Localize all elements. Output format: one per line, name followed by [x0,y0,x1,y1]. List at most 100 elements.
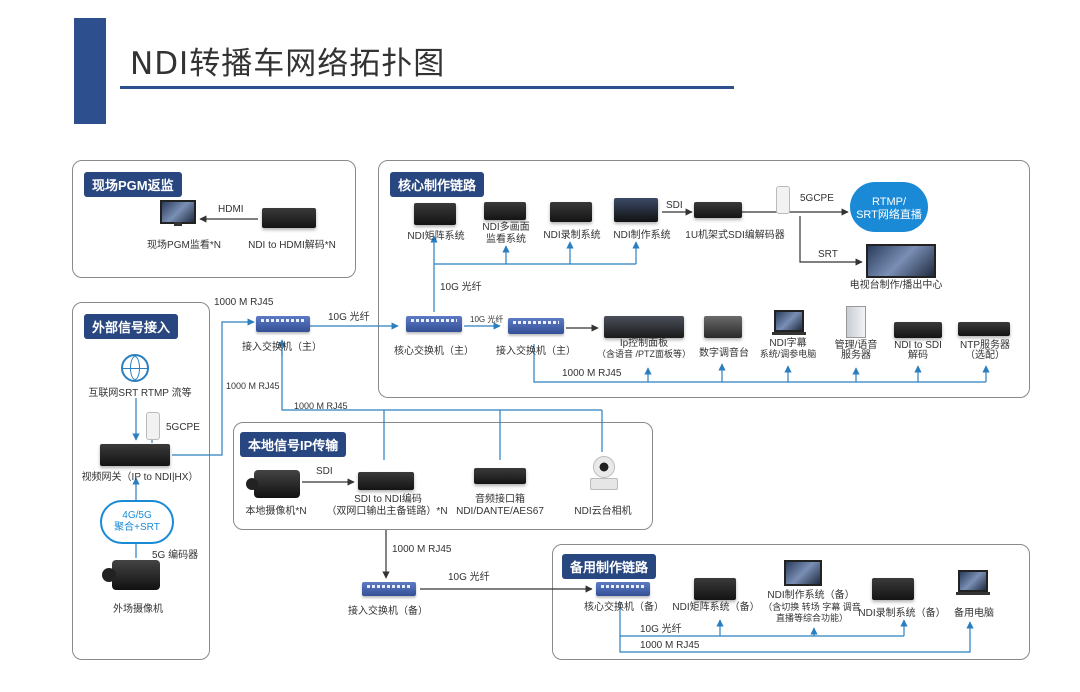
subtitle-label1: NDI字幕 [769,338,807,349]
rtmp-cloud-icon [850,182,928,232]
cpe-core-label: 5GCPE [800,193,834,204]
mgmt-label1: 管理/语音 [834,340,878,351]
subtitle-label2: 系统/调参电脑 [759,349,817,359]
ndi-multiview-label1: NDI多画面 [482,222,530,233]
internet-label: 互联网SRT RTMP 流等 [88,388,192,399]
ndi-production-icon [614,198,658,222]
access-switch-main2 [508,318,564,334]
ptz-camera-label: NDI云台相机 [574,506,632,517]
panel-backup-title: 备用制作链路 [562,554,657,579]
cloud-4g5g-icon [100,500,174,544]
sdi-local-label: SDI [316,466,333,477]
core-switch-main [406,316,462,332]
ndi-hdmi-decoder-icon [262,208,316,228]
backup-production-icon [784,560,822,586]
ndi-sdi-label1: NDI to SDI [894,340,942,351]
page-title: NDI转播车网络拓扑图 [130,46,446,82]
cloud-line2: 聚合+SRT [114,522,160,533]
backup-pc-label: 备用电脑 [954,608,994,619]
pgm-monitor-icon [160,200,196,230]
ip-panel-icon [604,316,684,338]
fiber-backup-bottom-label: 10G 光纤 [640,624,682,635]
rj45-core-bottom-label: 1000 M RJ45 [562,368,622,379]
fiber-core-label: 10G 光纤 [440,282,482,293]
sdi-codec-label: 1U机架式SDI编解码器 [685,230,785,241]
audio-interface-icon [474,468,526,484]
rj45-top-label: 1000 M RJ45 [214,297,274,308]
sdi-ndi-encoder-icon [358,472,414,490]
rtmp-cloud-label2: SRT网络直播 [856,209,922,221]
access-switch-main-label: 接入交换机（主） [242,342,322,353]
ptz-camera-icon [590,456,618,490]
title-accent-bar [74,18,106,124]
srt-core-label: SRT [818,249,838,260]
audio-console-icon [704,316,742,338]
panel-pgm-title: 现场PGM返监 [84,172,182,197]
ndi-sdi-icon [894,322,942,338]
globe-icon [121,354,149,382]
mgmt-server-icon [846,306,866,338]
access-switch-backup [362,582,416,596]
tv-center-label: 电视台制作/播出中心 [849,280,943,291]
backup-recorder-label: NDI录制系统（备） [858,608,946,619]
audio-console-label: 数字调音台 [699,348,749,359]
audio-interface-label2: NDI/DANTE/AES67 [456,506,544,517]
sdi-ndi-encoder-label2: （双网口输出主备链路）*N [326,506,448,517]
local-camcorder-icon [246,470,300,498]
cloud-line1: 4G/5G [122,510,152,521]
sdi-ndi-encoder-label1: SDI to NDI编码 [354,494,422,505]
ndi-recorder-icon [550,202,592,222]
link-gateway-access [172,318,255,456]
ndi-matrix-label: NDI矩阵系统 [407,231,465,242]
rtmp-cloud-label1: RTMP/ [871,196,907,208]
rj45-mid-label: 1000 M RJ45 [294,401,348,411]
ndi-production-label: NDI制作系统 [613,230,671,241]
link-srt [799,216,863,266]
core-cpe-icon [776,186,790,214]
core-switch-backup-label: 核心交换机（备） [584,602,664,613]
local-camcorder-label: 本地摄像机*N [245,506,307,517]
core-rj45-bus [533,358,986,383]
hdmi-link-label: HDMI [218,204,244,215]
fiber-small-label: 10G 光纤 [470,315,504,324]
ip-panel-label1: Ip控制面板 [619,338,669,349]
backup-rj45-bus [619,621,974,653]
fiber-main-label: 10G 光纤 [328,312,370,323]
sdi-core-label: SDI [666,200,683,211]
ntp-server-icon [958,322,1010,336]
core-switch-backup [596,582,650,596]
backup-production-label1: NDI制作系统（备） [767,590,855,601]
field-camera-icon [102,560,160,590]
pgm-decoder-label: NDI to HDMI解码*N [248,240,336,251]
fiber-backup-label: 10G 光纤 [448,572,490,583]
ndi-sdi-label2: 解码 [908,350,928,361]
cpe-label: 5GCPE [166,422,200,433]
tv-center-icon [866,244,936,278]
encoder-5g-label: 5G 编码器 [152,550,199,561]
access-switch-main2-label: 接入交换机（主） [496,346,576,357]
ndi-matrix-icon [414,203,456,225]
rj45-backup-bottom-label: 1000 M RJ45 [640,640,700,651]
backup-pc-icon [956,570,990,596]
ndi-multiview-label2: 监看系统 [486,234,526,245]
pgm-monitor-label: 现场PGM监看*N [147,240,221,251]
field-camera-label: 外场摄像机 [113,604,163,615]
cpe-router-icon [146,412,160,440]
audio-interface-label1: 音频接口箱 [475,494,525,505]
access-switch-backup-label: 接入交换机（备） [348,606,428,617]
title-underline [120,86,734,89]
access-switch-main [256,316,310,332]
video-gateway-icon [100,444,170,466]
sdi-codec-icon [694,202,742,218]
subtitle-laptop-icon [772,310,806,336]
panel-local-title: 本地信号IP传输 [240,432,347,457]
ntp-label1: NTP服务器 [960,340,1010,351]
panel-ext-title: 外部信号接入 [84,314,179,339]
backup-production-label3: 直播等综合功能） [775,613,848,623]
rj45-local-down-label: 1000 M RJ45 [392,544,452,555]
backup-recorder-icon [872,578,914,600]
local-rj45-bus [281,346,602,411]
panel-core-title: 核心制作链路 [390,172,485,197]
ndi-recorder-label: NDI录制系统 [543,230,601,241]
